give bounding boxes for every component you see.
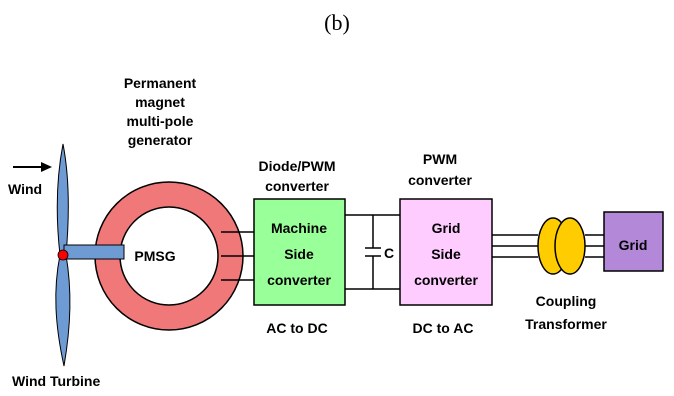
grid-box-line-2: Side (431, 246, 461, 262)
machine-box-line-2: Side (284, 246, 314, 262)
grid-converter-top-line-1: PWM (423, 151, 457, 167)
grid-side-converter-box (399, 198, 493, 306)
machine-box-line-3: converter (267, 272, 331, 288)
dc-link (345, 214, 400, 290)
machine-converter-top-line-1: Diode/PWM (259, 158, 336, 174)
machine-converter-top-line-2: converter (265, 178, 329, 194)
grid-box-line-3: converter (414, 272, 478, 288)
generator-label-line-1: Permanent (124, 75, 197, 91)
machine-converter-bottom-label: AC to DC (266, 320, 327, 336)
machine-box-line-1: Machine (271, 220, 327, 236)
converter-to-transformer-lines (492, 234, 538, 258)
transformer-to-grid-lines (585, 234, 604, 258)
turbine-hub (57, 249, 69, 261)
grid-converter-bottom-label: DC to AC (413, 320, 474, 336)
generator-to-converter-lines (221, 231, 254, 281)
generator-core-label: PMSG (134, 248, 175, 264)
machine-side-converter-box (253, 198, 346, 306)
transformer-label-line-1: Coupling (536, 293, 597, 309)
generator-label-line-3: multi-pole (127, 113, 194, 129)
wind-label: Wind (8, 181, 42, 197)
generator-label-line-2: magnet (135, 94, 185, 110)
capacitor-label: C (384, 245, 394, 261)
turbine-blade-top (56, 143, 69, 256)
wind-turbine-label: Wind Turbine (12, 373, 100, 389)
figure-caption: (b) (324, 10, 350, 35)
generator-label-line-4: generator (128, 132, 193, 148)
wind-arrow-icon (13, 162, 52, 172)
generator-description: Permanent magnet multi-pole generator (124, 75, 197, 148)
transformer-icon (537, 217, 586, 275)
turbine-shaft (63, 244, 125, 260)
turbine-blade-bottom (55, 254, 71, 367)
grid-box-line-1: Grid (432, 220, 461, 236)
transformer-label-line-2: Transformer (525, 316, 607, 332)
wind-turbine-blades (55, 143, 71, 367)
grid-box (603, 211, 664, 272)
grid-label: Grid (619, 237, 648, 253)
grid-converter-top-line-2: converter (408, 172, 472, 188)
capacitor-icon (365, 247, 381, 257)
